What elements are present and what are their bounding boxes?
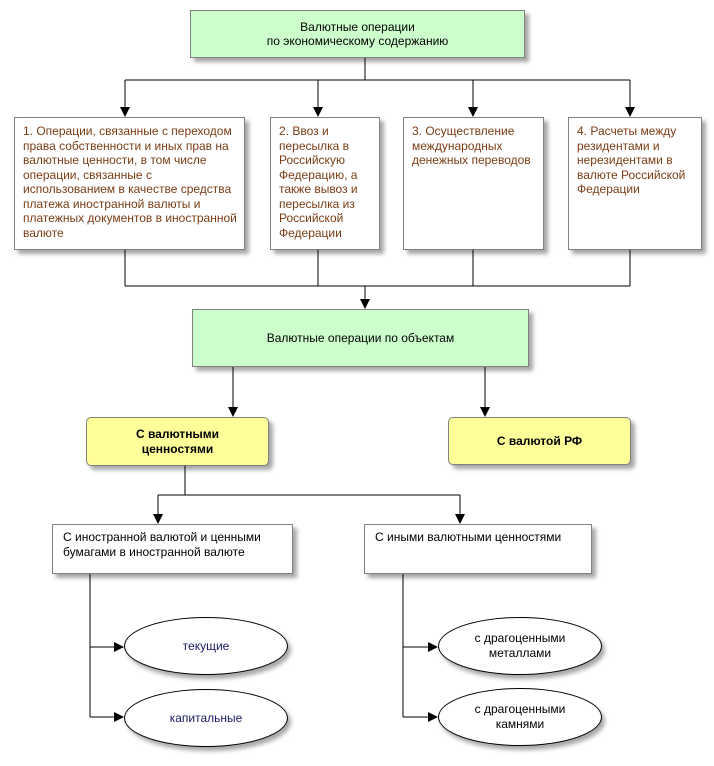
category-box-3: 3. Осуществление международных денежных … [403,117,544,250]
object-box-rub: С валютой РФ [448,417,631,465]
category-2-text: 2. Ввоз и пересылка в Российскую Федерац… [279,124,358,240]
leaf-stones: с драгоценными камнями [438,688,602,746]
category-4-text: 4. Расчеты между резидентами и нерезиден… [577,124,686,196]
category-box-2: 2. Ввоз и пересылка в Российскую Федерац… [270,117,380,250]
top-box-economic-content: Валютные операции по экономическому соде… [190,10,525,58]
leaf-current: текущие [124,617,288,675]
foreign-line2: бумагами в иностранной валюте [63,544,245,559]
rub-text: С валютой РФ [496,433,583,448]
foreign-line1: С иностранной валютой и ценными [63,530,261,544]
other-text: С иными валютными ценностями [375,530,562,544]
leaf-capital-text: капитальные [169,710,243,725]
valuables-line2: ценностями [141,441,214,456]
leaf-current-text: текущие [182,638,230,653]
metals-line1: с драгоценными [474,631,566,645]
category-3-text: 3. Осуществление международных денежных … [412,124,531,167]
category-box-1: 1. Операции, связанные с переходом права… [14,117,245,250]
metals-line2: металлами [488,646,552,660]
top-box-line2: по экономическому содержанию [266,34,449,48]
category-1-text: 1. Операции, связанные с переходом права… [23,124,237,240]
middle-box-text: Валютные операции по объектам [266,330,455,345]
category-box-4: 4. Расчеты между резидентами и нерезиден… [568,117,702,250]
subgroup-box-other: С иными валютными ценностями [364,524,592,574]
stones-line1: с драгоценными [474,702,566,716]
leaf-capital: капитальные [124,689,288,747]
valuables-line1: С валютными [135,427,220,441]
subgroup-box-foreign: С иностранной валютой и ценными бумагами… [52,524,293,574]
stones-line2: камнями [495,717,545,731]
middle-box-by-objects: Валютные операции по объектам [192,309,529,367]
object-box-valuables: С валютными ценностями [86,417,269,466]
leaf-metals: с драгоценными металлами [438,617,602,675]
top-box-line1: Валютные операции [300,19,415,34]
